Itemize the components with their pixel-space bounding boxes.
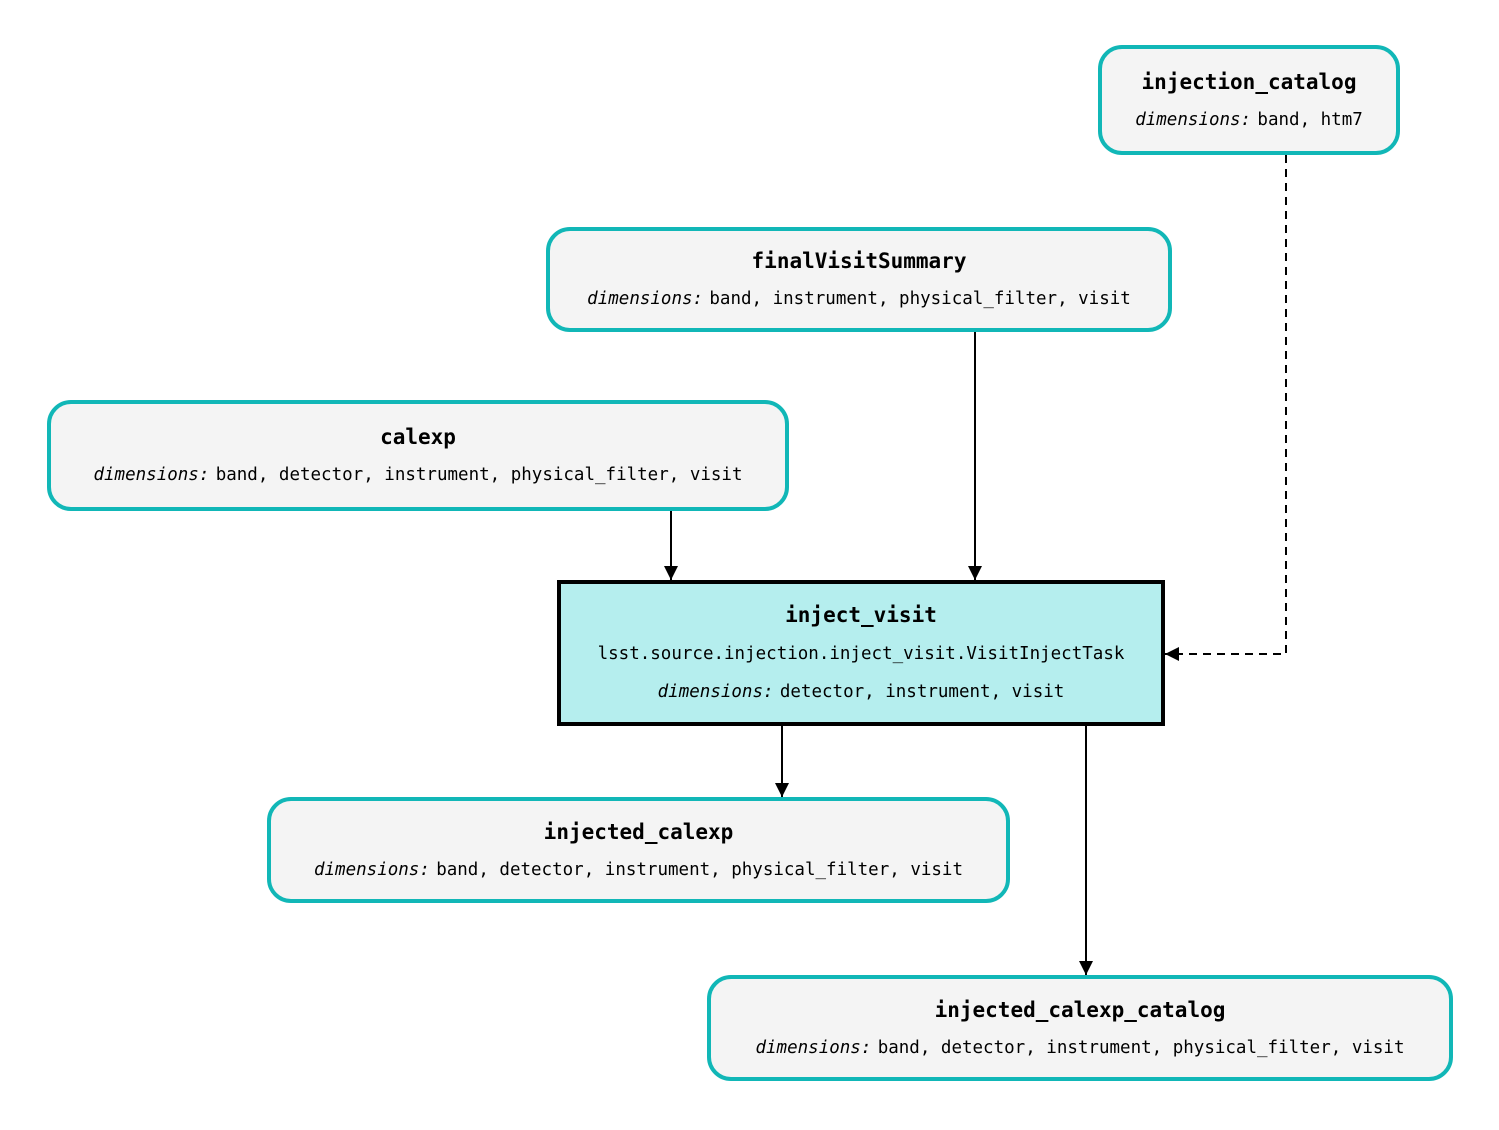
dimensions-value: band, detector, instrument, physical_fil… xyxy=(215,465,743,485)
dimensions-value: band, htm7 xyxy=(1257,109,1363,130)
dimensions-value: band, detector, instrument, physical_fil… xyxy=(436,859,963,880)
dimensions-value: band, detector, instrument, physical_fil… xyxy=(877,1037,1405,1058)
node-dimensions: dimensions:band, detector, instrument, p… xyxy=(93,464,742,487)
dimensions-label: dimensions: xyxy=(755,1037,872,1058)
node-dimensions: dimensions:detector, instrument, visit xyxy=(658,681,1065,704)
dataset-node-finalvisitsummary: finalVisitSummary dimensions:band, instr… xyxy=(546,227,1172,332)
dimensions-label: dimensions: xyxy=(93,465,210,485)
dimensions-label: dimensions: xyxy=(313,859,430,880)
dimensions-value: detector, instrument, visit xyxy=(779,682,1065,702)
dimensions-label: dimensions: xyxy=(587,289,704,309)
node-title: calexp xyxy=(380,425,456,449)
task-node-inject-visit: inject_visit lsst.source.injection.injec… xyxy=(557,580,1165,726)
dataset-node-injected-calexp: injected_calexp dimensions: band, detecto… xyxy=(267,797,1010,903)
node-dimensions: dimensions:band, htm7 xyxy=(1135,109,1363,132)
dataset-node-calexp: calexp dimensions:band, detector, instru… xyxy=(47,400,789,511)
task-class-path: lsst.source.injection.inject_visit.Visit… xyxy=(597,644,1125,664)
dataset-node-injection-catalog: injection_catalog dimensions:band, htm7 xyxy=(1098,45,1400,155)
node-title: injected_calexp xyxy=(543,819,734,844)
dataset-node-injected-calexp-catalog: injected_calexp_catalog dimensions:band,… xyxy=(707,975,1453,1081)
node-title: inject_visit xyxy=(785,603,937,627)
node-dimensions: dimensions: band, detector, instrument, p… xyxy=(314,859,963,882)
dimensions-label: dimensions: xyxy=(1135,109,1252,130)
dimensions-value: band, instrument, physical_filter, visit xyxy=(709,289,1131,309)
edge-injection-catalog-to-inject-visit xyxy=(1165,155,1287,661)
dimensions-label: dimensions: xyxy=(657,682,774,702)
node-title: injection_catalog xyxy=(1141,69,1357,94)
node-dimensions: dimensions:band, detector, instrument, p… xyxy=(755,1037,1404,1060)
node-title: injected_calexp_catalog xyxy=(934,997,1226,1022)
node-dimensions: dimensions:band, instrument, physical_fi… xyxy=(587,288,1131,311)
node-title: finalVisitSummary xyxy=(751,249,967,273)
